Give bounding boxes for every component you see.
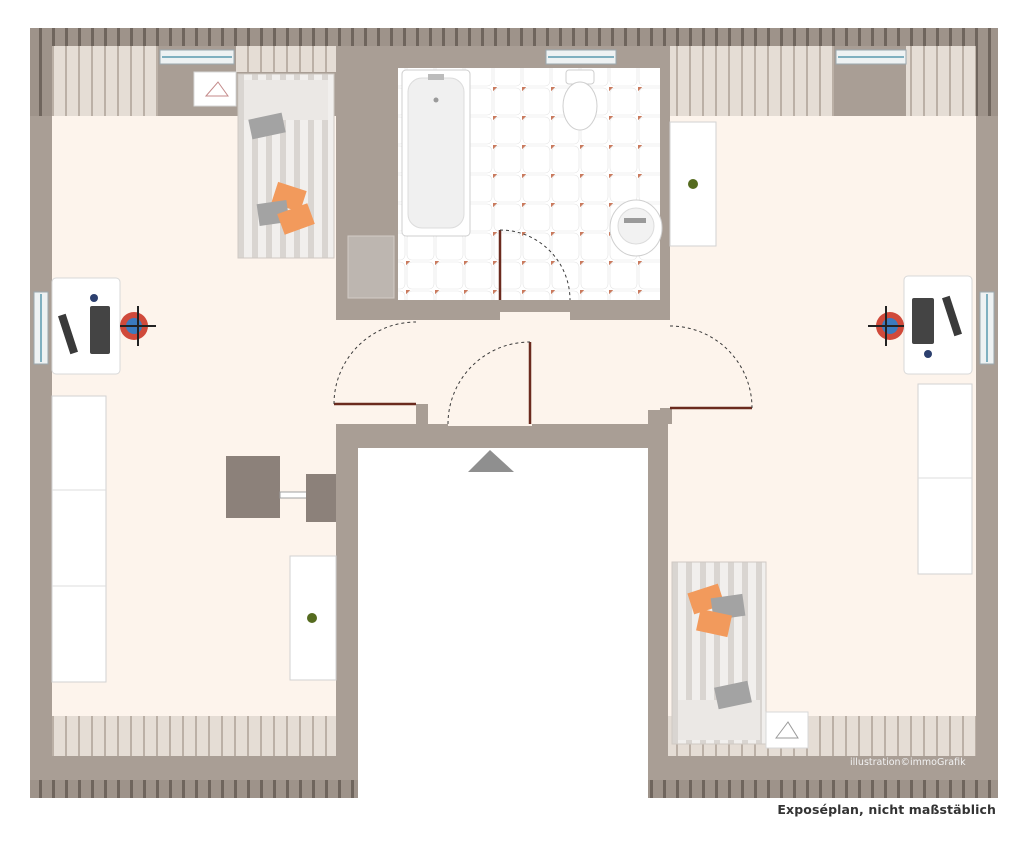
door-left	[333, 321, 417, 406]
nightstand-left	[193, 71, 237, 107]
toilet-icon	[562, 69, 598, 131]
wardrobe-left	[51, 395, 107, 683]
door-entrance	[447, 341, 532, 425]
sideboard-right	[669, 121, 717, 247]
roof-rafters	[30, 28, 998, 798]
door-right	[669, 325, 753, 410]
roof-slopes	[30, 46, 998, 780]
desk-right	[868, 275, 973, 375]
entrance-arrow-icon	[468, 450, 514, 472]
bench-left	[289, 555, 337, 681]
inner-walls	[30, 116, 998, 716]
wardrobe-right	[917, 383, 973, 575]
windows	[33, 49, 995, 365]
plan-caption: Exposéplan, nicht maßstäblich	[777, 802, 996, 817]
bed-left	[237, 73, 335, 259]
bed-right	[671, 561, 767, 745]
desk-icon	[51, 277, 156, 375]
bathroom	[336, 46, 670, 320]
door-swing-icon	[498, 229, 571, 301]
nightstand-right	[765, 711, 809, 749]
credit-text: illustration©immoGrafik	[850, 757, 966, 768]
sink-icon	[609, 199, 663, 257]
bathtub-icon	[401, 69, 471, 237]
side-table	[226, 456, 336, 522]
